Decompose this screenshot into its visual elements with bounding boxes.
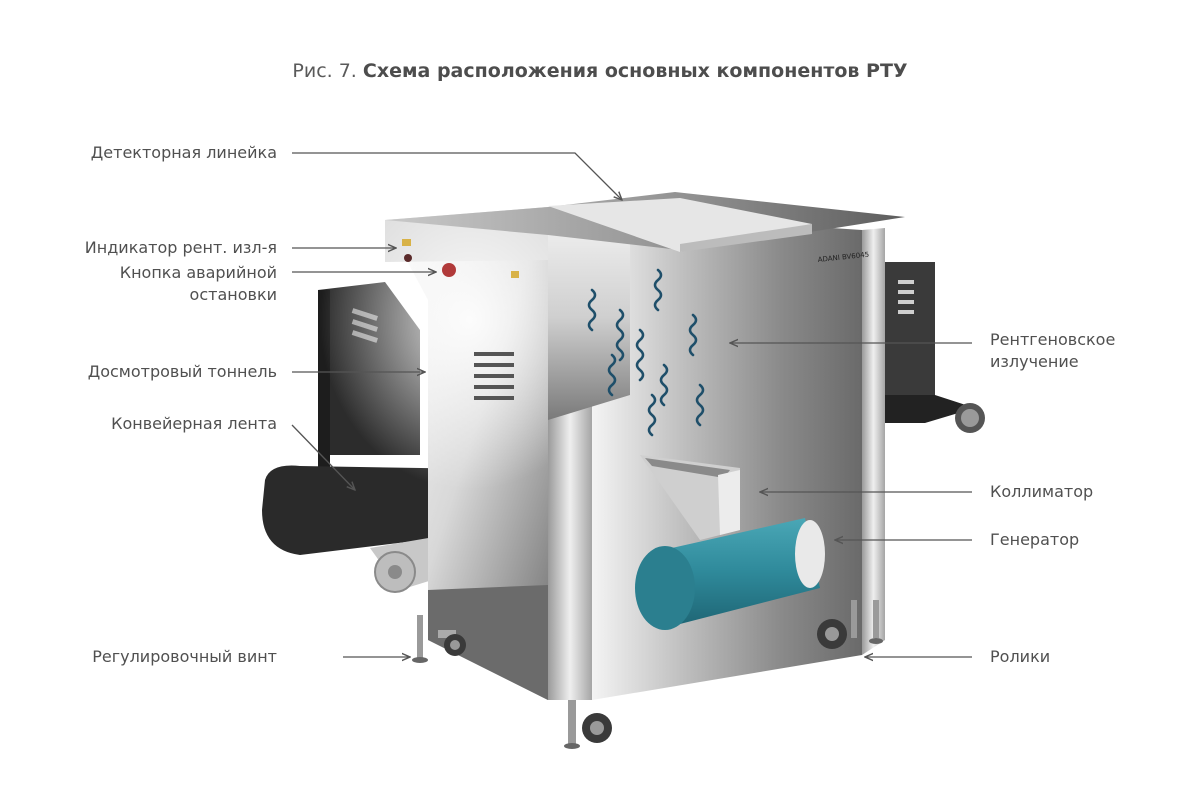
detector-line-housing: [385, 192, 905, 252]
generator-cylinder: [635, 518, 825, 630]
label-adjust-screw: Регулировочный винт: [92, 647, 277, 666]
label-detector-line: Детекторная линейка: [90, 143, 277, 162]
leader-detector-line: [292, 152, 622, 200]
emergency-stop-button: [442, 263, 456, 277]
indicator-lamp: [402, 239, 411, 246]
rear-conveyor: [880, 262, 985, 433]
label-generator: Генератор: [990, 530, 1080, 549]
leader-lines: [291, 152, 972, 657]
label-rollers: Ролики: [990, 647, 1051, 666]
figure-title: Рис. 7. Схема расположения основных комп…: [0, 60, 1200, 82]
label-collimator: Коллиматор: [990, 482, 1094, 501]
label-emergency-button: Кнопка аварийной остановки: [120, 262, 277, 306]
label-xray: Рентгеновское излучение: [990, 329, 1115, 373]
legs-and-rollers: [412, 600, 883, 749]
figure-title-text: Схема расположения основных компонентов …: [362, 60, 908, 82]
leader-conveyor: [291, 424, 355, 490]
label-xray-line1: Рентгеновское: [990, 330, 1116, 349]
lower-cabinet: [428, 585, 548, 700]
label-emergency-button-line2: остановки: [189, 285, 277, 304]
label-conveyor: Конвейерная лента: [111, 414, 277, 433]
label-emergency-button-line1: Кнопка аварийной: [119, 263, 277, 282]
figure-number: Рис. 7.: [292, 60, 357, 82]
label-indicator: Индикатор рент. изл-я: [84, 238, 277, 257]
label-xray-line2: излучение: [990, 352, 1079, 371]
label-tunnel: Досмотровый тоннель: [87, 362, 277, 381]
xray-waves: [587, 268, 705, 437]
collimator-block: [640, 455, 740, 540]
